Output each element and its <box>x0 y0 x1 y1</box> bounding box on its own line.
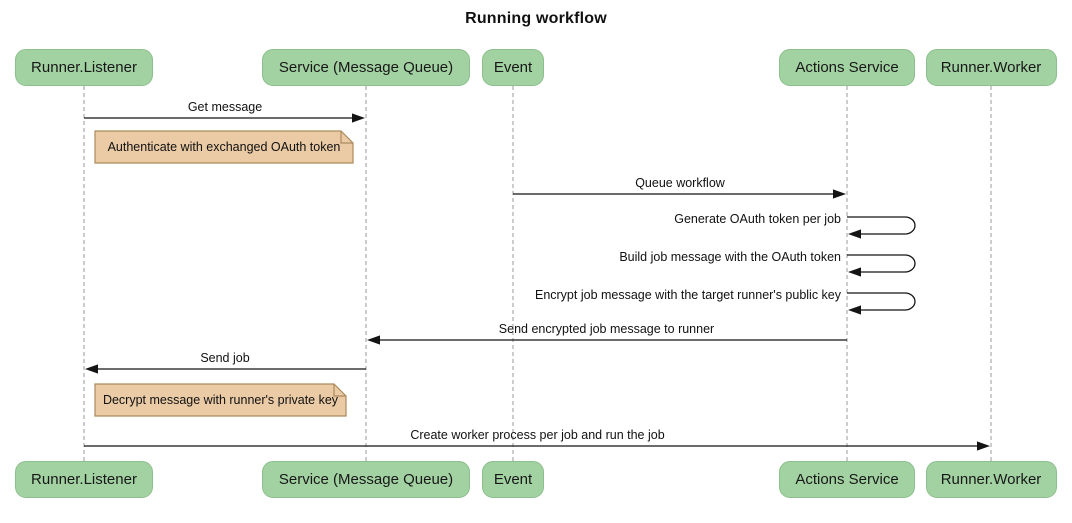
arrowhead-icon <box>848 305 861 315</box>
message-label: Send job <box>200 351 250 365</box>
arrowhead-icon <box>848 267 861 277</box>
actor-runner-worker-bottom: Runner.Worker <box>925 461 1057 498</box>
message-label: Create worker process per job and run th… <box>410 428 665 442</box>
diagram-title: Running workflow <box>465 10 607 27</box>
message-label: Get message <box>187 100 263 114</box>
self-loop-arrow-line <box>847 254 916 273</box>
arrowhead-icon <box>848 229 861 239</box>
actor-label: Event <box>493 59 533 76</box>
actor-label: Service (Message Queue) <box>278 59 454 76</box>
actor-runner-listener-top: Runner.Listener <box>15 49 153 86</box>
arrowhead-icon <box>833 189 846 199</box>
self-loop-arrow-line <box>847 216 916 235</box>
actor-label: Service (Message Queue) <box>278 471 454 488</box>
actor-label: Actions Service <box>795 471 899 488</box>
actor-event-top: Event <box>482 49 544 86</box>
actor-label: Runner.Worker <box>940 59 1042 76</box>
note-label: Decrypt message with runner's private ke… <box>102 393 339 407</box>
arrowhead-icon <box>367 335 380 345</box>
actor-label: Runner.Listener <box>31 59 137 76</box>
actor-label: Actions Service <box>795 59 899 76</box>
actor-service-message-queue-bottom: Service (Message Queue) <box>262 461 470 498</box>
actor-runner-worker-top: Runner.Worker <box>925 49 1057 86</box>
note-fold-icon <box>340 131 353 144</box>
actor-actions-service-bottom: Actions Service <box>779 461 915 498</box>
actor-label: Runner.Worker <box>940 471 1042 488</box>
actor-label: Event <box>493 471 533 488</box>
actor-actions-service-top: Actions Service <box>779 49 915 86</box>
self-loop-arrow-line <box>847 292 916 311</box>
message-label: Queue workflow <box>635 176 725 190</box>
actor-service-message-queue-top: Service (Message Queue) <box>262 49 470 86</box>
self-message-label: Generate OAuth token per job <box>674 212 841 226</box>
self-message-label: Encrypt job message with the target runn… <box>534 288 841 302</box>
arrowhead-icon <box>977 441 990 451</box>
actor-runner-listener-bottom: Runner.Listener <box>15 461 153 498</box>
actor-event-bottom: Event <box>482 461 544 498</box>
note-shape <box>94 130 354 164</box>
arrowhead-icon <box>352 113 365 123</box>
arrowhead-icon <box>85 364 98 374</box>
self-message-label: Build job message with the OAuth token <box>619 250 841 264</box>
actor-label: Runner.Listener <box>31 471 137 488</box>
note-fold-icon <box>333 384 346 397</box>
note-label: Authenticate with exchanged OAuth token <box>107 140 341 154</box>
note-shape <box>94 383 347 417</box>
message-label: Send encrypted job message to runner <box>498 322 715 336</box>
